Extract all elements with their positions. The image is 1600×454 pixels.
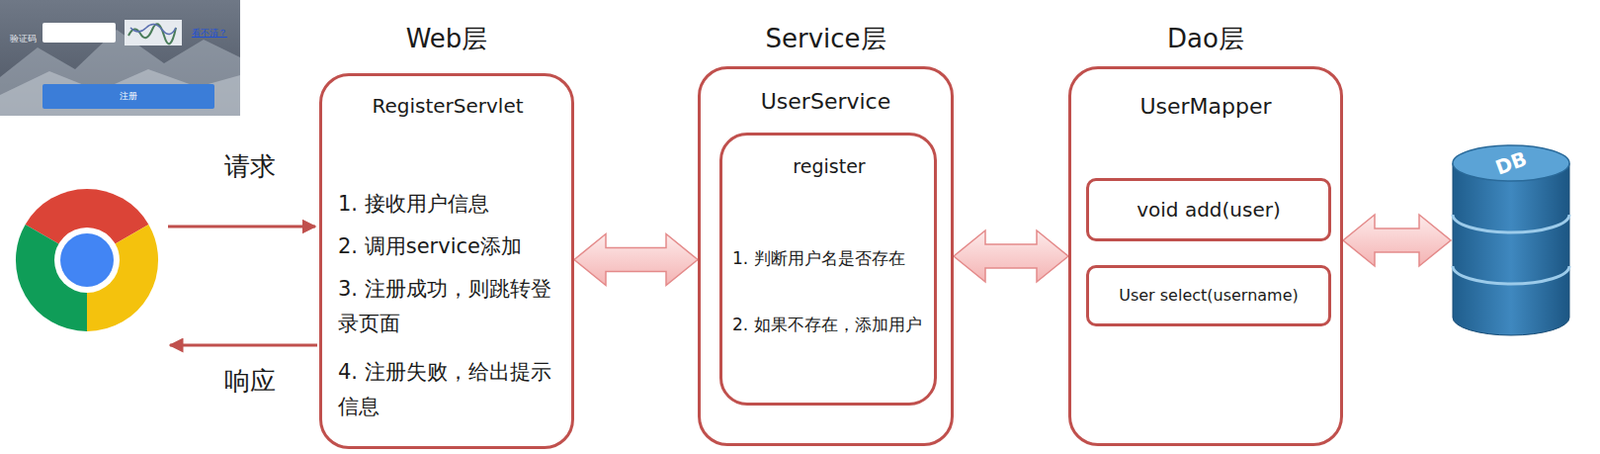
request-label: 请求 <box>224 149 276 184</box>
block-arrow <box>953 230 1069 282</box>
label-spot: 注册 <box>42 84 215 109</box>
method-box: void add(user) <box>1086 177 1332 242</box>
step-text: 1. 接收用户信息 <box>337 186 558 222</box>
block-arrow <box>574 234 698 286</box>
step-text: 4. 注册失败，给出提示信息 <box>337 354 558 424</box>
layer-box: Service层UserServiceregister1. 判断用户名是否存在2… <box>697 66 954 446</box>
label-spot: 验证码 <box>3 31 42 46</box>
label-spot: 请求 <box>210 148 290 184</box>
method-signature: User select(username) <box>1118 284 1299 307</box>
label-spot: 响应 <box>210 362 290 399</box>
layer-heading: Dao层 <box>1071 21 1341 56</box>
step-text: 2. 调用service添加 <box>337 229 558 264</box>
layer-box: Dao层UserMappervoid add(user)User select(… <box>1068 66 1344 446</box>
chrome-browser-icon <box>15 188 159 332</box>
class-name: UserService <box>712 86 939 117</box>
step-text: 2. 如果不存在，添加用户 <box>732 312 927 337</box>
step-text: 3. 注册成功，则跳转登录页面 <box>337 271 558 341</box>
class-name: UserMapper <box>1083 91 1329 122</box>
class-name: RegisterServlet <box>337 91 558 120</box>
step-text: 1. 判断用户名是否存在 <box>732 246 927 270</box>
method-signature: void add(user) <box>1136 196 1281 223</box>
response-arrow <box>169 343 318 347</box>
field-label: 验证码 <box>9 32 37 46</box>
request-arrow <box>168 225 316 229</box>
method-box: register 1. 判断用户名是否存在 2. 如果不存在，添加用户 <box>719 132 937 406</box>
database-cylinder: DB <box>1450 143 1572 337</box>
method-box: User select(username) <box>1086 264 1332 327</box>
layer-heading: Service层 <box>700 21 951 56</box>
response-label: 响应 <box>224 363 276 399</box>
form-screenshot <box>0 0 241 116</box>
link-text: 看不清？ <box>191 26 228 40</box>
method-name: register <box>732 153 927 179</box>
button-text: 注册 <box>119 89 138 103</box>
label-spot: 看不清？ <box>184 25 235 40</box>
layer-heading: Web层 <box>322 21 572 56</box>
layer-box: Web层RegisterServlet1. 接收用户信息2. 调用service… <box>319 73 575 449</box>
block-arrow <box>1343 214 1451 266</box>
